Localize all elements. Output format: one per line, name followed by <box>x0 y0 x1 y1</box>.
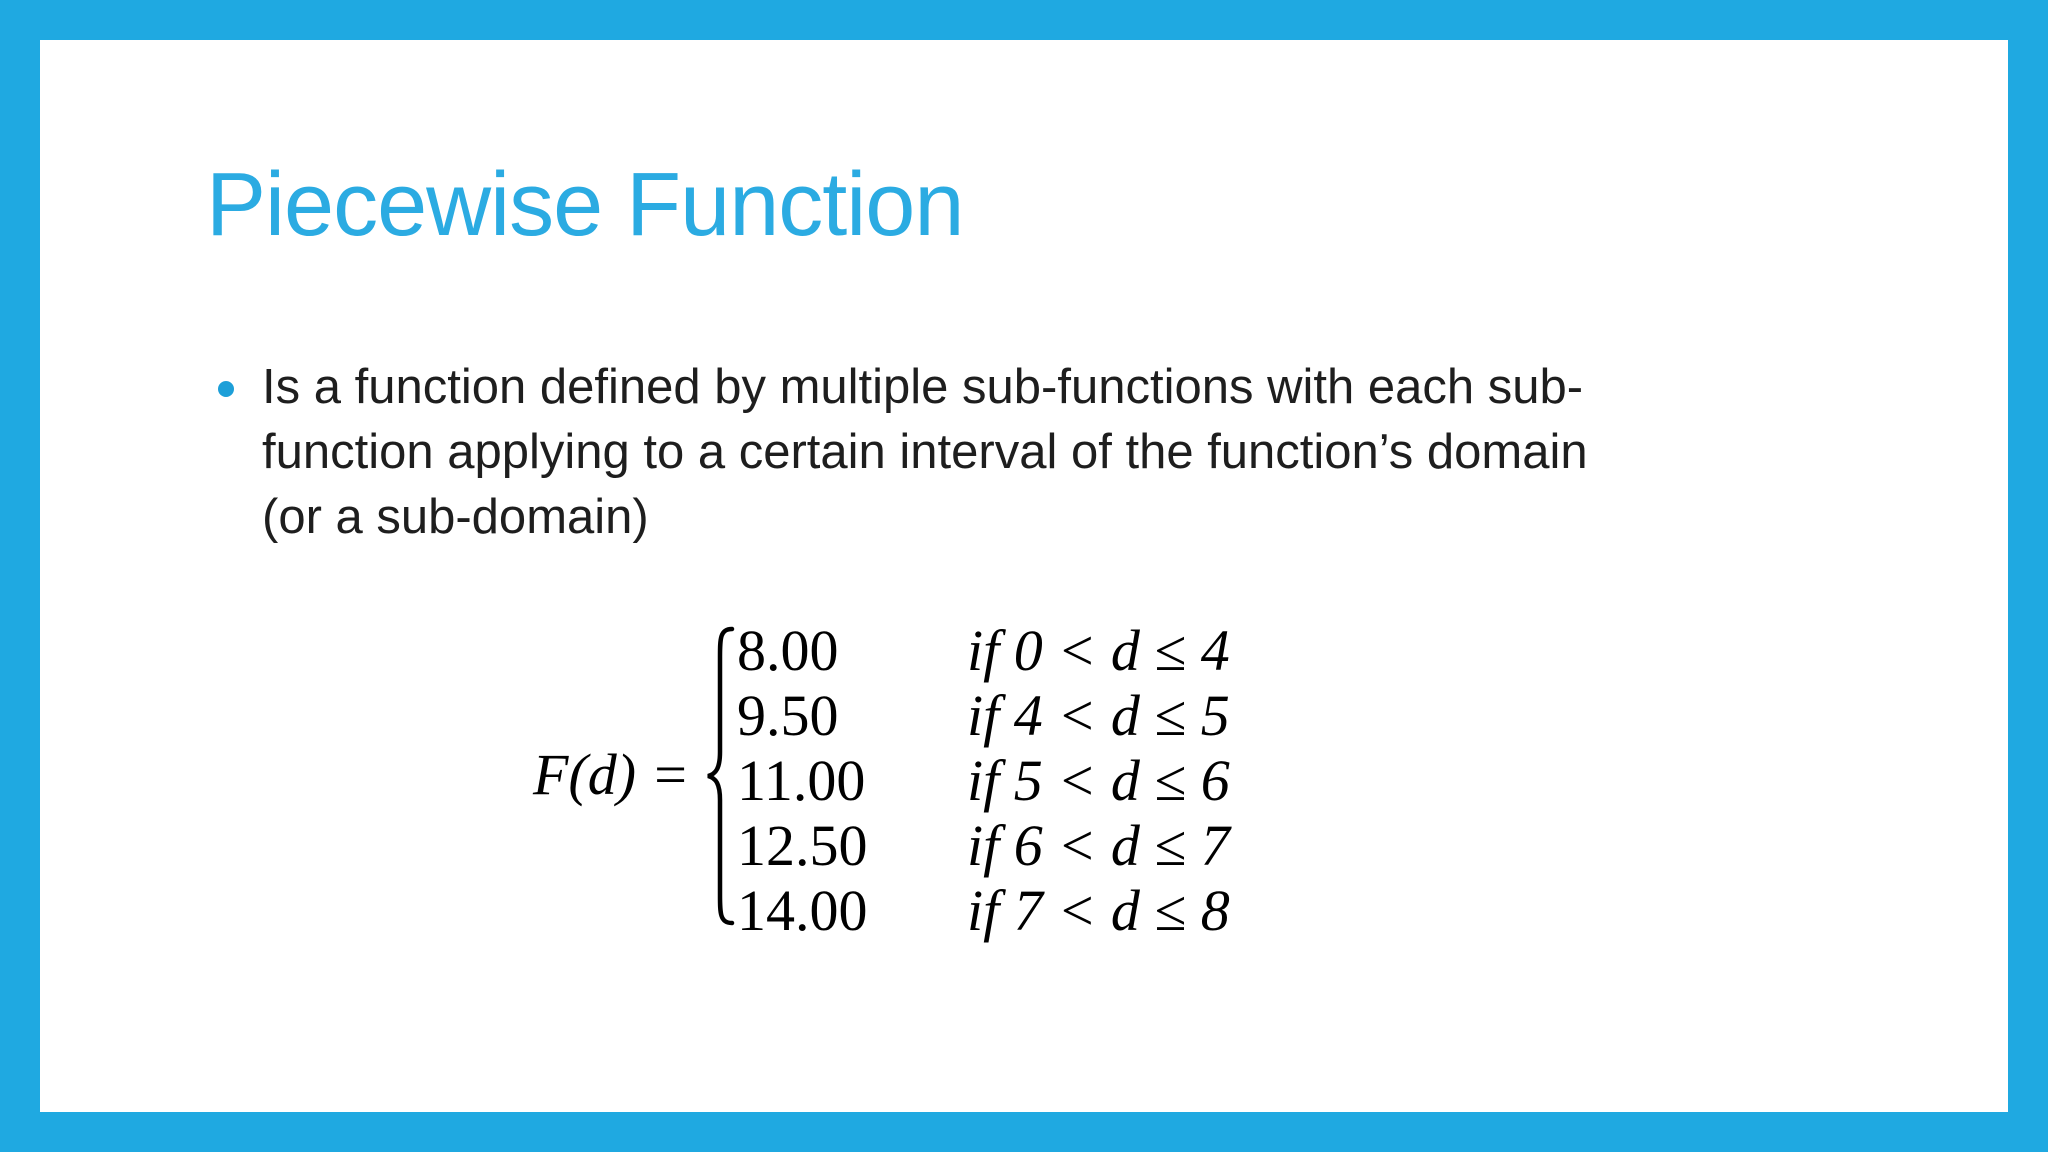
bullet-paragraph: Is a function defined by multiple sub-fu… <box>218 355 1588 550</box>
case-condition: if 7 < d ≤ 8 <box>967 878 1230 943</box>
slide-canvas: Piecewise Function Is a function defined… <box>40 40 2008 1112</box>
case-condition: if 5 < d ≤ 6 <box>967 748 1230 813</box>
case-condition: if 0 < d ≤ 4 <box>967 618 1230 683</box>
piecewise-case-row: 12.50 if 6 < d ≤ 7 <box>737 813 1230 878</box>
bullet-line-1: Is a function defined by multiple sub-fu… <box>262 360 1584 414</box>
bullet-line-2: function applying to a certain interval … <box>262 425 1588 479</box>
case-condition: if 6 < d ≤ 7 <box>967 813 1230 878</box>
slide-title: Piecewise Function <box>206 155 964 255</box>
bullet-text: Is a function defined by multiple sub-fu… <box>262 355 1588 550</box>
case-value: 12.50 <box>737 813 868 878</box>
bullet-line-3: (or a sub-domain) <box>262 490 649 544</box>
case-value: 11.00 <box>737 748 866 813</box>
case-value: 8.00 <box>737 618 839 683</box>
bullet-dot-icon <box>218 381 234 397</box>
left-curly-brace-icon <box>707 626 735 926</box>
case-value: 9.50 <box>737 683 839 748</box>
function-lhs: F(d) = <box>533 742 690 807</box>
piecewise-case-row: 8.00 if 0 < d ≤ 4 <box>737 618 1230 683</box>
case-condition: if 4 < d ≤ 5 <box>967 683 1230 748</box>
piecewise-case-row: 9.50 if 4 < d ≤ 5 <box>737 683 1230 748</box>
case-value: 14.00 <box>737 878 868 943</box>
piecewise-case-row: 11.00 if 5 < d ≤ 6 <box>737 748 1230 813</box>
piecewise-cases: 8.00 if 0 < d ≤ 4 9.50 if 4 < d ≤ 5 11.0… <box>737 618 1230 943</box>
piecewise-case-row: 14.00 if 7 < d ≤ 8 <box>737 878 1230 943</box>
